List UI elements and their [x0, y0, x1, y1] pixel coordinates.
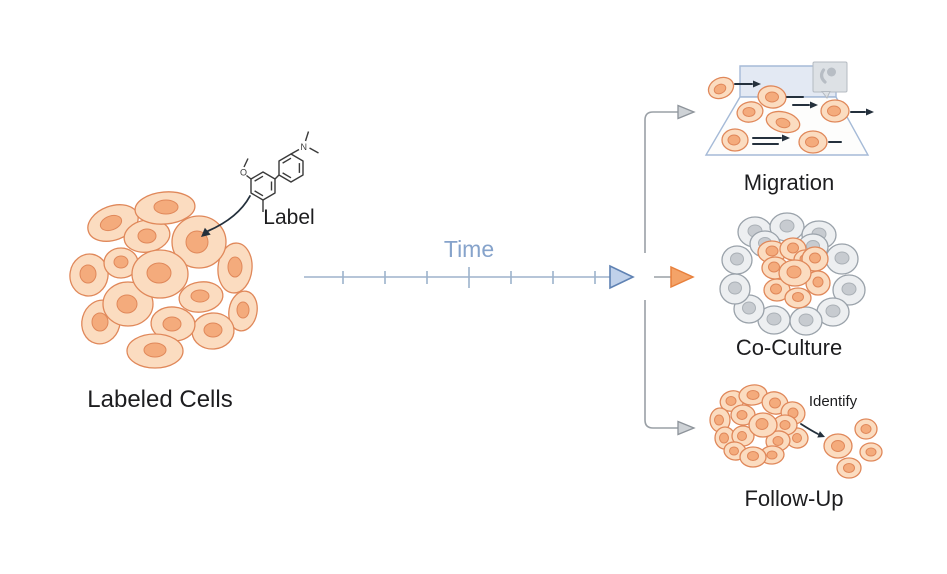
labeled-cells-caption: Labeled Cells — [87, 386, 233, 413]
atom-label-n: N — [301, 142, 308, 152]
coculture-branch-arrowhead — [670, 265, 695, 289]
label-pointer-arrow — [201, 195, 251, 237]
followup-branch-arrowhead — [677, 420, 696, 436]
followup-illustration — [709, 384, 883, 479]
migration-caption: Migration — [743, 170, 835, 195]
timeline-axis — [304, 264, 635, 290]
coculture-illustration — [719, 212, 866, 336]
followup-caption: Follow-Up — [744, 486, 844, 511]
migration-branch-arrowhead — [677, 104, 696, 120]
label-callout-text: Label — [263, 206, 315, 229]
timeline-arrowhead — [609, 264, 635, 290]
coculture-caption: Co-Culture — [735, 335, 843, 360]
label-molecule-structure: O N — [240, 131, 319, 212]
time-axis-label: Time — [443, 236, 495, 262]
atom-label-o: O — [240, 168, 247, 178]
branch-connector — [644, 104, 696, 436]
labeled-cells-illustration — [69, 191, 258, 369]
membrane-inset-icon — [812, 61, 848, 93]
migration-illustration — [704, 61, 874, 156]
identify-annotation: Identify — [808, 393, 858, 410]
identify-arrow — [800, 423, 825, 438]
